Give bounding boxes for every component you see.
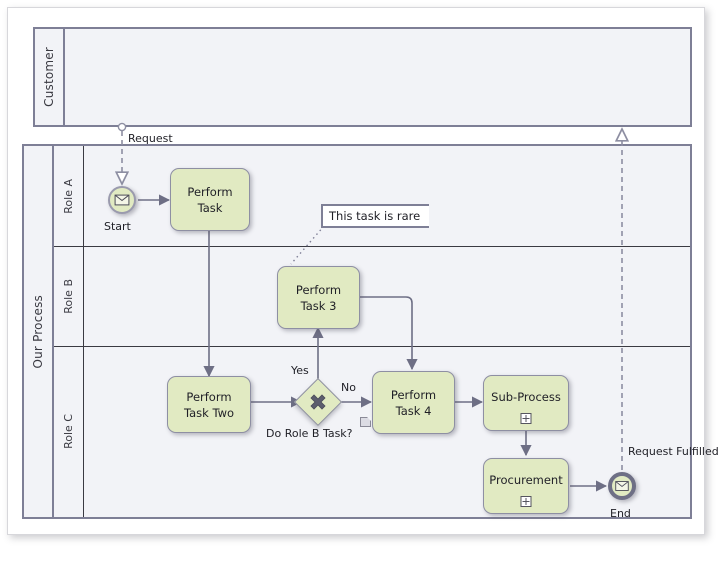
task-label-line-2: Task 4 bbox=[395, 403, 432, 418]
message-flow-label-request-fulfilled: Request Fulfilled bbox=[628, 445, 719, 458]
flow-label-no: No bbox=[341, 381, 356, 394]
collapsed-subprocess-plus-icon bbox=[520, 413, 532, 424]
event-end-label: End bbox=[610, 507, 631, 520]
lane-header-role-b[interactable]: Role B bbox=[54, 246, 84, 346]
envelope-icon bbox=[114, 194, 130, 206]
pool-customer[interactable]: Customer bbox=[33, 27, 692, 127]
lane-label-role-b: Role B bbox=[62, 278, 75, 314]
task-label-line-1: Perform bbox=[187, 184, 233, 199]
task-label-line-1: Sub-Process bbox=[491, 390, 561, 404]
task-sub-process[interactable]: Sub-Process bbox=[483, 375, 569, 431]
pool-our-process-label: Our Process bbox=[31, 294, 45, 369]
lane-header-role-c[interactable]: Role C bbox=[54, 346, 84, 517]
lane-label-role-c: Role C bbox=[62, 414, 75, 449]
task-perform-task-4[interactable]: Perform Task 4 bbox=[372, 371, 455, 434]
collapsed-subprocess-plus-icon bbox=[520, 496, 532, 507]
annotation-text: This task is rare bbox=[329, 209, 421, 223]
event-end[interactable] bbox=[608, 472, 636, 500]
gateway-label: Do Role B Task? bbox=[266, 427, 353, 440]
annotation-rare-note[interactable]: This task is rare bbox=[321, 204, 429, 228]
task-label-line-2: Task Two bbox=[183, 405, 235, 420]
task-label-line-1: Procurement bbox=[489, 473, 563, 487]
diagram-page: Customer Our Process Role A Role B Role … bbox=[7, 7, 719, 535]
gateway-note-icon bbox=[360, 417, 371, 427]
pool-customer-header: Customer bbox=[35, 29, 65, 125]
task-label-line-1: Perform bbox=[295, 282, 342, 297]
task-perform-task-two[interactable]: Perform Task Two bbox=[167, 376, 251, 433]
event-start[interactable] bbox=[108, 186, 136, 214]
pool-customer-label: Customer bbox=[42, 47, 56, 107]
lane-divider-a-b bbox=[54, 246, 690, 247]
task-label-line-1: Perform bbox=[390, 387, 437, 402]
lane-header-role-a[interactable]: Role A bbox=[54, 146, 84, 246]
task-perform-task[interactable]: Perform Task bbox=[170, 168, 250, 231]
event-start-label: Start bbox=[104, 220, 131, 233]
lane-divider-b-c bbox=[54, 346, 690, 347]
task-procurement[interactable]: Procurement bbox=[483, 458, 569, 514]
message-flow-label-request: Request bbox=[128, 132, 173, 145]
flow-label-yes: Yes bbox=[291, 364, 309, 377]
task-label-line-1: Perform bbox=[186, 389, 232, 404]
envelope-icon bbox=[615, 481, 629, 491]
task-label-line-2: Task bbox=[197, 200, 223, 215]
lane-label-role-a: Role A bbox=[62, 178, 75, 214]
task-label-line-2: Task 3 bbox=[300, 298, 337, 313]
pool-our-process-header: Our Process bbox=[24, 146, 54, 517]
task-perform-task-3[interactable]: Perform Task 3 bbox=[277, 266, 360, 329]
